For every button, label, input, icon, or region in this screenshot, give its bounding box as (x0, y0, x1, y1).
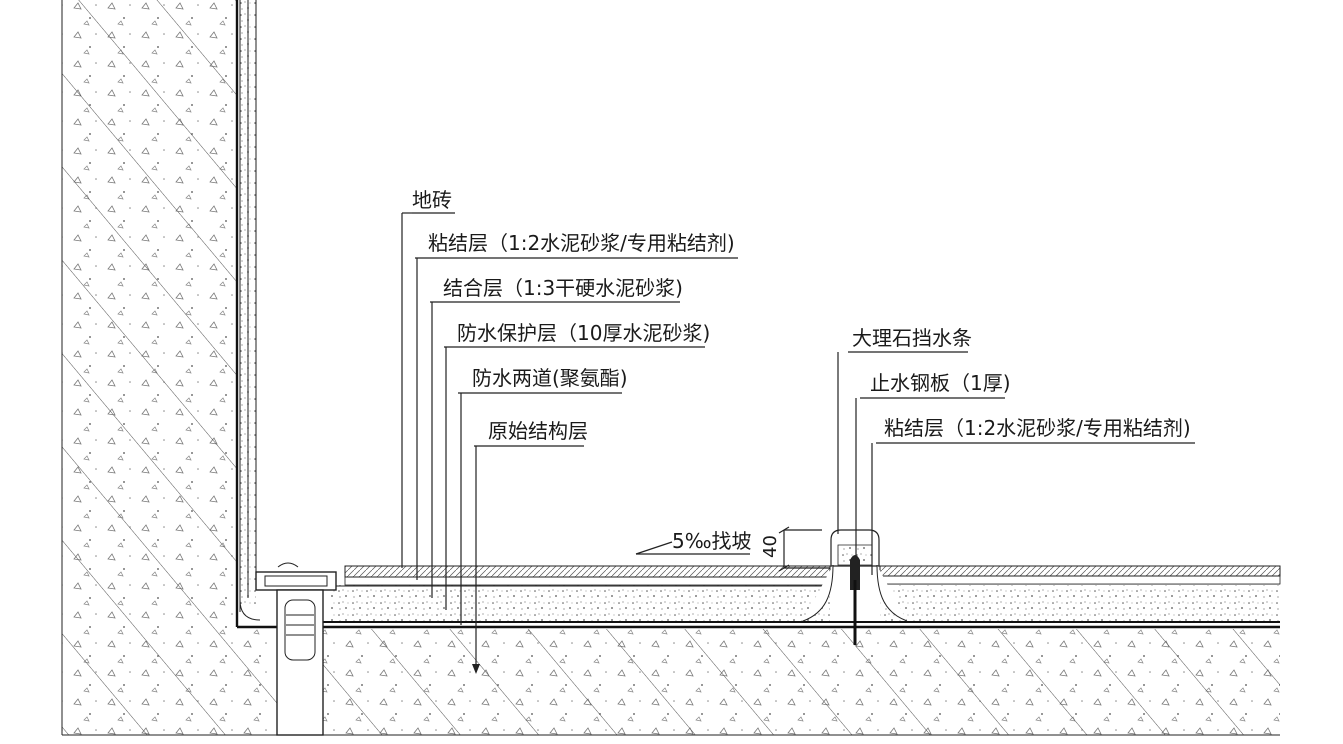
label-marble-bar: 大理石挡水条 (852, 326, 972, 350)
left-wall-structure (61, 0, 239, 735)
label-slope: 5‰找坡 (672, 529, 752, 553)
label-bond-layer: 粘结层（1:2水泥砂浆/专用粘结剂) (428, 231, 735, 255)
label-dimension-40: 40 (760, 535, 781, 558)
left-floor-layers (330, 565, 831, 621)
label-bond-layer-right: 粘结层（1:2水泥砂浆/专用粘结剂) (884, 416, 1191, 440)
label-waterproof-protection: 防水保护层（10厚水泥砂浆) (457, 321, 710, 345)
label-structure-layer: 原始结构层 (488, 419, 588, 443)
leader-lines (401, 212, 1195, 674)
label-steel-plate: 止水钢板（1厚) (870, 371, 1011, 395)
labels: 地砖 粘结层（1:2水泥砂浆/专用粘结剂) 结合层（1:3干硬水泥砂浆) 防水保… (412, 188, 1191, 558)
wall-finish-layers (239, 0, 261, 621)
floor-structure (62, 625, 1280, 736)
right-floor-layers (879, 565, 1281, 621)
marble-threshold (802, 529, 908, 645)
floor-drain (255, 562, 337, 736)
label-waterproof-coating: 防水两道(聚氨酯) (472, 366, 628, 390)
label-floor-tile: 地砖 (412, 188, 452, 212)
label-bedding-layer: 结合层（1:3干硬水泥砂浆) (443, 276, 683, 300)
